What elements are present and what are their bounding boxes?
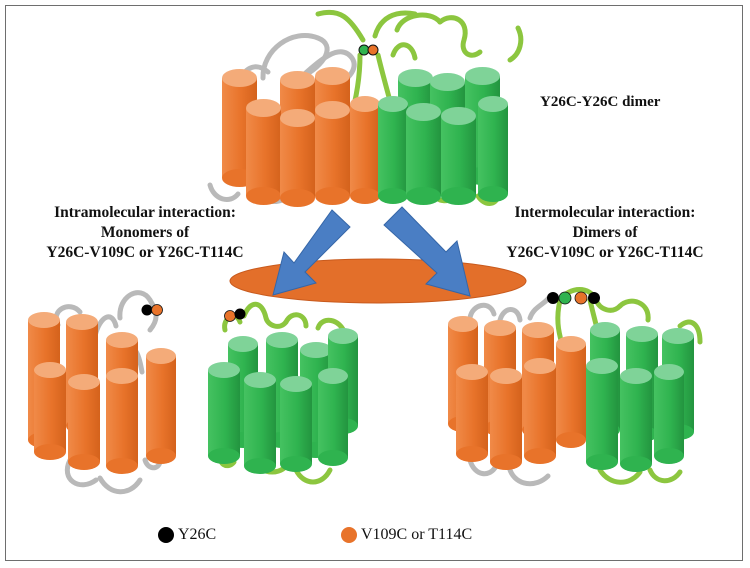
inter-line-3: Y26C-V109C or Y26C-T114C	[506, 244, 704, 261]
monomer-orange-v109c-dot	[151, 304, 163, 316]
inter-line-1: Intermolecular interaction:	[514, 204, 696, 221]
monomer-green-v109c-dot	[224, 310, 236, 322]
figure-border	[5, 5, 743, 561]
legend-y26c-dot	[158, 527, 174, 543]
green-monomer	[208, 301, 358, 485]
intramolecular-label: Intramolecular interaction: Monomers of …	[10, 203, 280, 263]
dimer-v109c-dot	[367, 44, 379, 56]
dimer-label: Y26C-Y26C dimer	[540, 94, 661, 110]
dimer2-y26c-dot-1	[547, 292, 559, 304]
legend-v109c-dot	[341, 527, 357, 543]
membrane-ellipse	[229, 258, 527, 304]
dimer2-y26c-dot-2	[588, 292, 600, 304]
monomer-orange-y26c-dot	[141, 304, 153, 316]
inter-line-2: Dimers of	[572, 224, 638, 241]
left-arrow	[272, 209, 351, 296]
intermolecular-label: Intermolecular interaction: Dimers of Y2…	[470, 203, 740, 263]
intra-line-2: Monomers of	[100, 224, 190, 241]
intra-line-1: Intramolecular interaction:	[54, 204, 236, 221]
legend-v109c-label: V109C or T114C	[361, 526, 473, 543]
right-arrow	[383, 206, 471, 297]
dimer2-v109c-dot	[574, 291, 588, 305]
legend-y26c-label: Y26C	[178, 526, 217, 543]
orange-monomer	[28, 290, 176, 495]
monomer-green-y26c-dot	[234, 308, 246, 320]
intra-line-3: Y26C-V109C or Y26C-T114C	[46, 244, 244, 261]
dimer2-y26c-green-dot	[558, 291, 572, 305]
top-dimer	[207, 9, 524, 207]
bottom-right-dimer	[448, 287, 703, 487]
